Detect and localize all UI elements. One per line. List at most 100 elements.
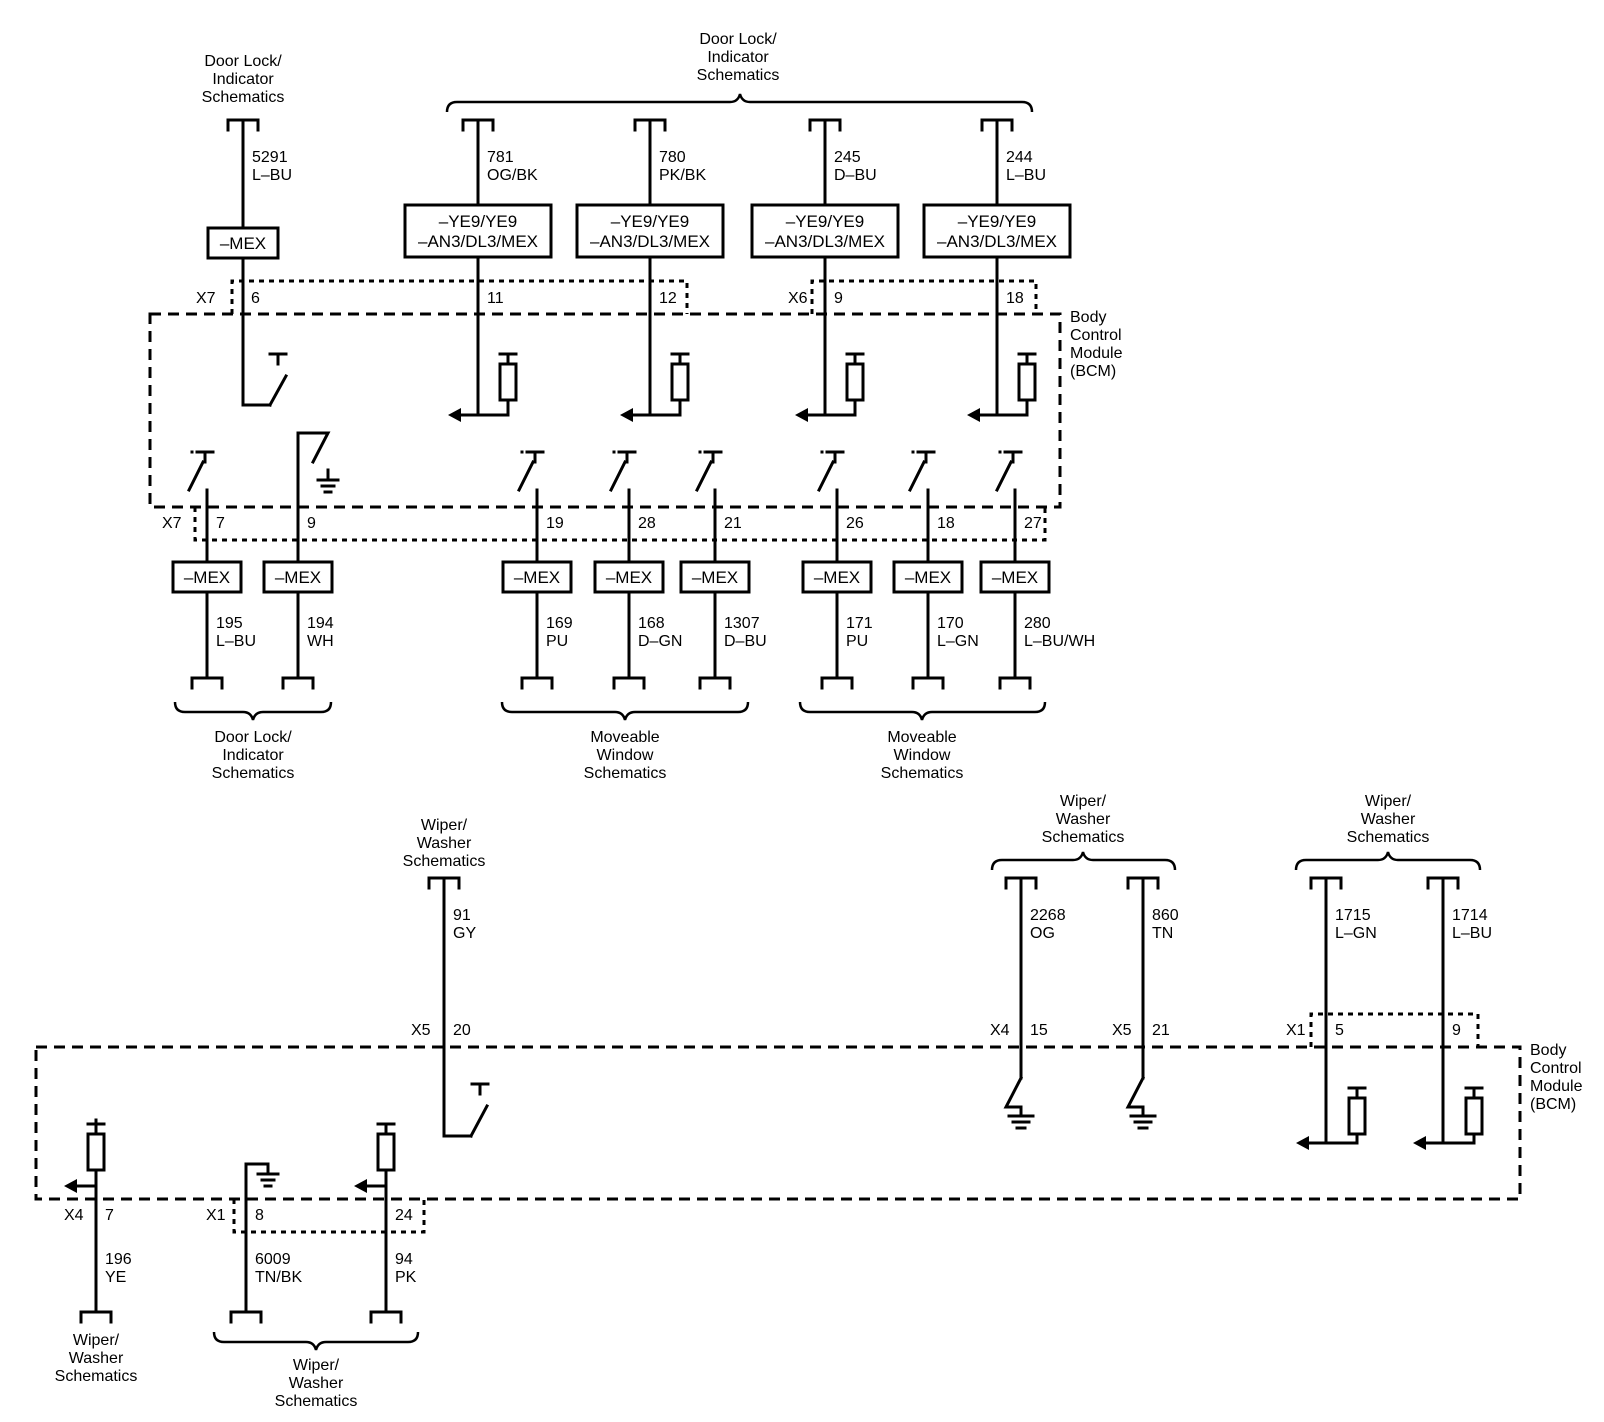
option-text: –MEX [184,568,230,587]
pin-label: 19 [546,515,564,532]
switch-blade [907,459,927,493]
source-label-door-lock-left: Door Lock/ Indicator Schematics [202,53,285,106]
option-text: –MEX [692,568,738,587]
terminal [190,676,224,690]
wire-number: 1714 [1452,907,1488,924]
pin-label: 11 [487,290,504,307]
pin-label: 12 [659,290,677,307]
wire-color: L–BU [1006,167,1046,184]
wire-number: 244 [1006,149,1033,166]
wire-196: X4 7 196 YE Wiper/ Washer Schematics [55,1118,138,1385]
pin-label: 18 [937,515,955,532]
wire-color: D–BU [724,633,767,650]
wire-5291: 5291 L–BU –MEX X7 6 [196,118,292,408]
source-label-door-lock-group: Door Lock/ Indicator Schematics [697,31,780,84]
wire-number: 195 [216,615,243,632]
pin-20: 20 [453,1022,471,1039]
title-line: Schematics [881,765,964,782]
resistor [670,362,690,402]
label-window-1: Moveable Window Schematics [584,729,667,782]
title-line: Schematics [1347,829,1430,846]
option-text: –YE9/YE9 [439,212,517,231]
title-line: Window [597,747,654,764]
pin-label: 7 [216,515,225,532]
pin-8: 8 [255,1207,264,1224]
pin-7: 7 [105,1207,114,1224]
wire-number: 781 [487,149,514,166]
wire-number: 780 [659,149,686,166]
pin-label: 27 [1024,515,1042,532]
module-label-line: Module [1070,345,1123,362]
title-line: Wiper/ [1060,793,1107,810]
pin-label: 9 [307,515,316,532]
switch-blade [994,459,1014,493]
option-text: –YE9/YE9 [786,212,864,231]
wire-color: L–BU [252,167,292,184]
module-label-line: Module [1530,1078,1583,1095]
arrow-head [795,408,808,422]
supply [1017,352,1037,366]
title-line: Door Lock/ [214,729,292,746]
resistor [498,362,518,402]
supply [617,450,637,464]
option-text: –YE9/YE9 [958,212,1036,231]
supply [525,450,545,464]
option-box [171,560,243,594]
wire-number: 194 [307,615,334,632]
supply [916,450,936,464]
pin-label: 18 [1006,290,1024,307]
pin-24: 24 [395,1207,413,1224]
title-line: Washer [69,1350,124,1367]
title-line: Door Lock/ [204,53,282,70]
wire-color: OG [1030,925,1055,942]
title-line: Washer [289,1375,344,1392]
title-line: Schematics [55,1368,138,1385]
bcm-outline-upper [148,312,1062,509]
pin-5: 5 [1335,1022,1344,1039]
title-line: Schematics [275,1393,358,1410]
connector-x5: X5 [1112,1022,1132,1039]
wire-group-og-tn: Wiper/ Washer Schematics 2268 OG X4 15 8… [990,793,1179,1130]
connector-outline-x7-bottom [193,507,1047,542]
wire-number: 1715 [1335,907,1371,924]
wire-color: L–BU/WH [1024,633,1095,650]
option-text: –MEX [814,568,860,587]
wire-number: 5291 [252,149,288,166]
pin-label: 21 [724,515,742,532]
option-text: –YE9/YE9 [611,212,689,231]
wire-number: 6009 [255,1251,291,1268]
label-door-lock-bottom: Door Lock/ Indicator Schematics [212,729,295,782]
wire-number: 1307 [724,615,760,632]
wire-color: GY [453,925,476,942]
brace-og-tn [990,851,1177,871]
option-text: –MEX [514,568,560,587]
arrow-head [620,408,633,422]
wire-color: PK [395,1269,417,1286]
pin-15: 15 [1030,1022,1048,1039]
supply [1003,450,1023,464]
wire-94: 24 94 PK [354,1122,417,1324]
option-box [593,560,665,594]
wire-color: L–BU [1452,925,1492,942]
supply [825,450,845,464]
connector-x1: X1 [1286,1022,1306,1039]
supply [845,352,865,366]
title-line: Wiper/ [421,817,468,834]
title-line: Wiper/ [73,1332,120,1349]
module-label-line: Control [1070,327,1122,344]
wire-color: TN [1152,925,1173,942]
pin-9: 9 [1452,1022,1461,1039]
title-line: Wiper/ [293,1357,340,1374]
wire-color: L–BU [216,633,256,650]
wire-color: L–GN [1335,925,1377,942]
option-text: –MEX [275,568,321,587]
connector-x4: X4 [990,1022,1010,1039]
wire-color: PU [546,633,568,650]
